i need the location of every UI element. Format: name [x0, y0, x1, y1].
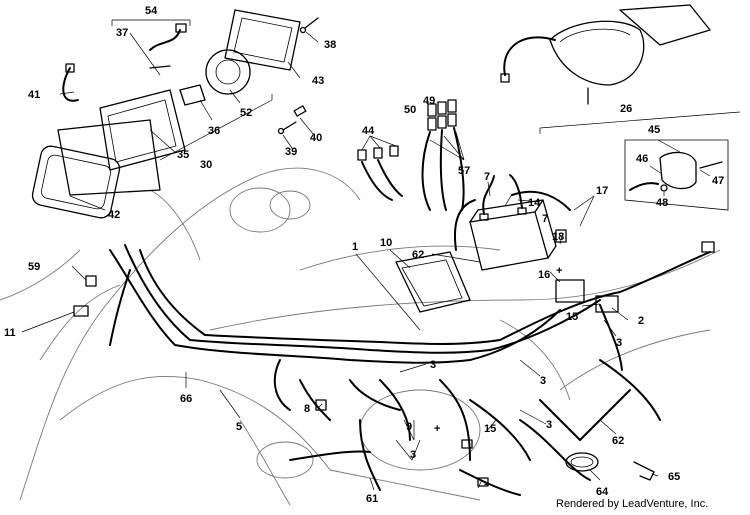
callout-labels: 54 37 41 42 30 35 36 52 43 38 39 40 26 4… [4, 5, 724, 505]
callout-3-a: 3 [616, 337, 622, 349]
render-credit: Rendered by LeadVenture, Inc. [556, 498, 709, 510]
callout-45: 45 [648, 124, 660, 136]
connector-icon [62, 63, 79, 102]
callout-plus-b: + [556, 265, 562, 277]
callout-minus: − [484, 479, 490, 491]
callout-66: 66 [180, 393, 192, 405]
callout-7-a: 7 [484, 171, 490, 183]
callout-3-d: 3 [546, 419, 552, 431]
callout-50: 50 [404, 104, 416, 116]
callout-16: 16 [538, 269, 550, 281]
clamp-icon [565, 452, 655, 481]
callout-5: 5 [236, 421, 242, 433]
callout-64: 64 [596, 486, 609, 498]
callout-59: 59 [28, 261, 40, 273]
callout-2: 2 [638, 315, 644, 327]
headlight-frame-icon [224, 9, 301, 71]
callout-17: 17 [596, 185, 608, 197]
callout-47: 47 [712, 175, 724, 187]
callout-15-b: 15 [484, 423, 496, 435]
callout-37: 37 [116, 27, 128, 39]
bracket-icon [624, 139, 729, 211]
callout-65: 65 [668, 471, 680, 483]
bulb-icon [357, 99, 465, 211]
callout-1: 1 [352, 241, 358, 253]
callout-39: 39 [285, 146, 297, 158]
callout-48: 48 [656, 197, 668, 209]
callout-9: 9 [406, 421, 412, 433]
headlight-icon [31, 23, 251, 219]
callout-42: 42 [108, 209, 120, 221]
callout-38: 38 [324, 39, 336, 51]
callout-26: 26 [620, 103, 632, 115]
callout-61: 61 [366, 493, 378, 505]
connector-icon [73, 241, 715, 487]
callout-15-a: 15 [566, 311, 578, 323]
leader-lines [21, 19, 741, 491]
callout-57: 57 [458, 165, 470, 177]
callout-44: 44 [362, 125, 375, 137]
bolt-icon [277, 17, 319, 135]
callout-3-b: 3 [430, 359, 436, 371]
callout-30: 30 [200, 159, 212, 171]
callout-40: 40 [310, 132, 322, 144]
relay-icon [555, 229, 619, 313]
callout-18: 18 [552, 231, 564, 243]
callout-62-a: 62 [412, 249, 424, 261]
callout-3-c: 3 [540, 375, 546, 387]
callout-3-e: 3 [410, 449, 416, 461]
callout-36: 36 [208, 125, 220, 137]
battery-tray-icon [395, 251, 471, 313]
callout-43: 43 [312, 75, 324, 87]
callout-plus-a: + [434, 423, 440, 435]
callout-8: 8 [304, 403, 310, 415]
callout-41: 41 [28, 89, 40, 101]
battery-icon [454, 174, 571, 271]
callout-52: 52 [240, 107, 252, 119]
callout-46: 46 [636, 153, 648, 165]
callout-11: 11 [4, 327, 16, 339]
callout-10: 10 [380, 237, 392, 249]
taillight-icon [500, 4, 711, 105]
frame-background [0, 167, 721, 506]
callout-35: 35 [177, 149, 189, 161]
callout-14: 14 [528, 197, 541, 209]
callout-7-b: 7 [542, 213, 548, 225]
wire-harness-icon [109, 244, 711, 496]
callout-49: 49 [423, 95, 435, 107]
callout-54: 54 [145, 5, 158, 17]
callout-62-b: 62 [612, 435, 624, 447]
